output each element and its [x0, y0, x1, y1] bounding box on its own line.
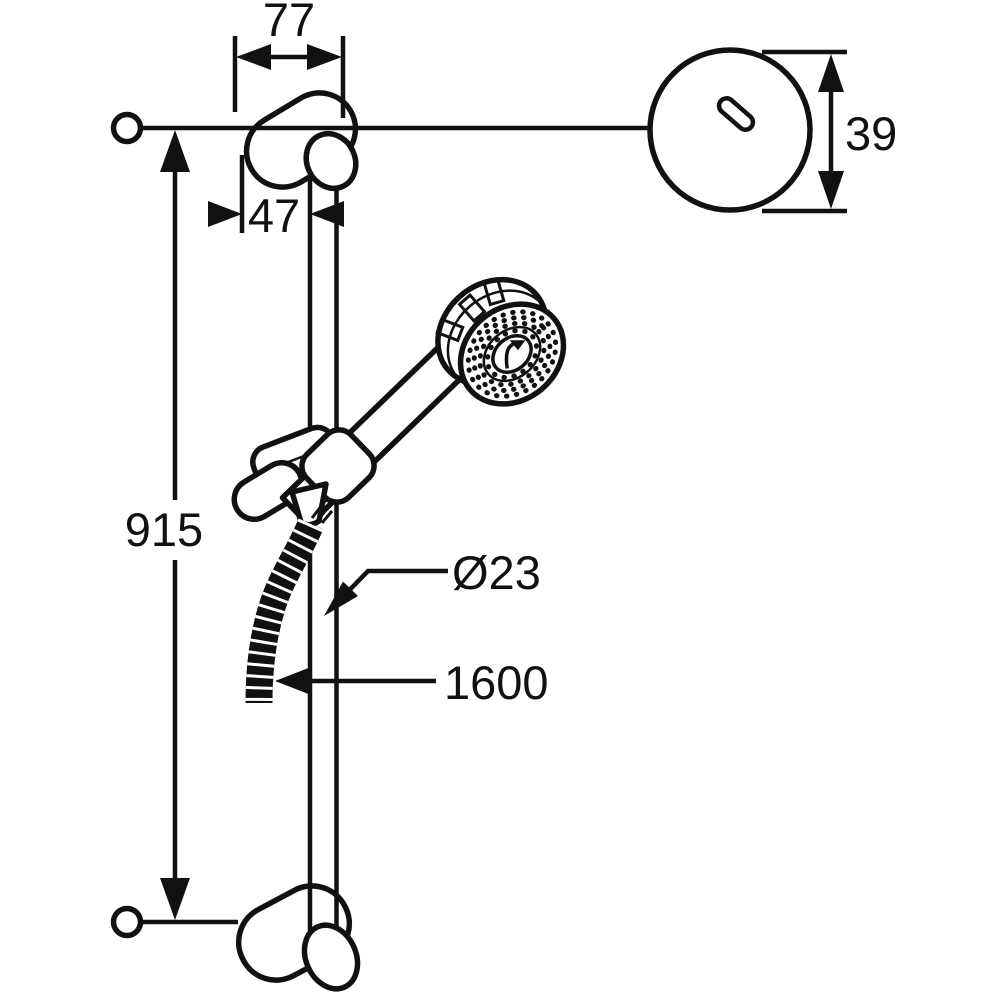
wall-reference-top — [110, 111, 649, 145]
dimension-39: 39 — [762, 49, 897, 214]
spray-face — [457, 301, 567, 407]
dim-77-label: 77 — [263, 0, 315, 46]
wall-reference-bottom — [110, 905, 238, 939]
dimension-77: 77 — [232, 0, 346, 118]
wall-anchor-bottom-icon — [110, 905, 144, 939]
slide-bar — [307, 178, 339, 933]
wall-plate-detail — [647, 47, 813, 213]
mode-marks — [435, 277, 506, 343]
wall-anchor-top-icon — [110, 111, 144, 145]
dimension-bar-diameter: Ø23 — [324, 546, 541, 616]
dim-39-label: 39 — [845, 107, 897, 160]
dimension-hose-length: 1600 — [275, 656, 549, 709]
dimension-47: 47 — [208, 155, 344, 242]
dim-1600-label: 1600 — [444, 656, 549, 709]
hatch-marks — [310, 499, 334, 524]
bottom-bracket-end-face — [301, 922, 361, 992]
dim-47-label: 47 — [248, 189, 300, 242]
dimension-915: 915 — [125, 130, 203, 920]
top-wall-bracket — [243, 90, 359, 192]
shower-hose — [245, 518, 324, 704]
dim-diameter-label: Ø23 — [452, 546, 541, 599]
mounting-slot — [716, 96, 756, 132]
dim-915-label: 915 — [125, 503, 203, 556]
